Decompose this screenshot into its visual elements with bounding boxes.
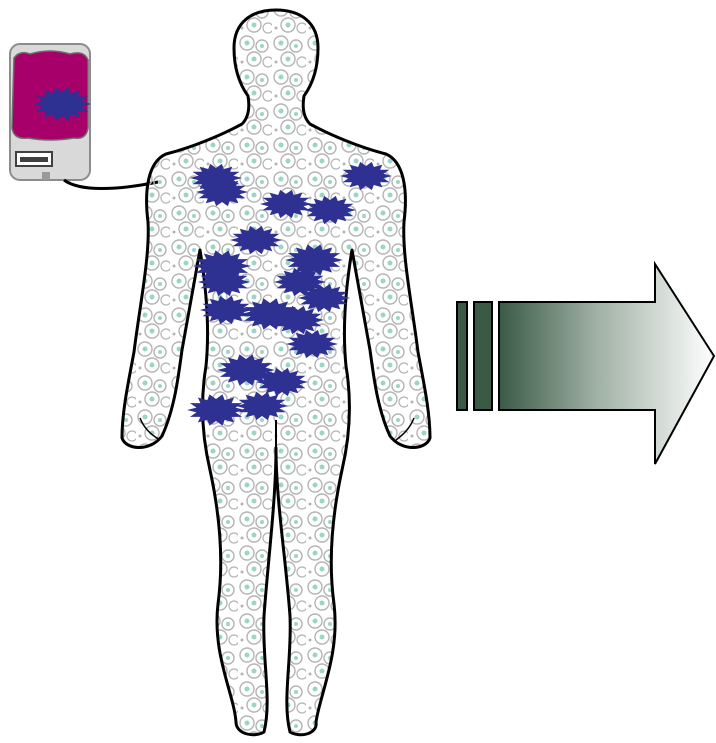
iv-tube [64,180,158,189]
arrow-bar-2 [474,302,492,410]
arrow-bar-1 [457,302,467,410]
arrow-body [499,264,714,464]
right-arrow-icon [457,264,714,464]
